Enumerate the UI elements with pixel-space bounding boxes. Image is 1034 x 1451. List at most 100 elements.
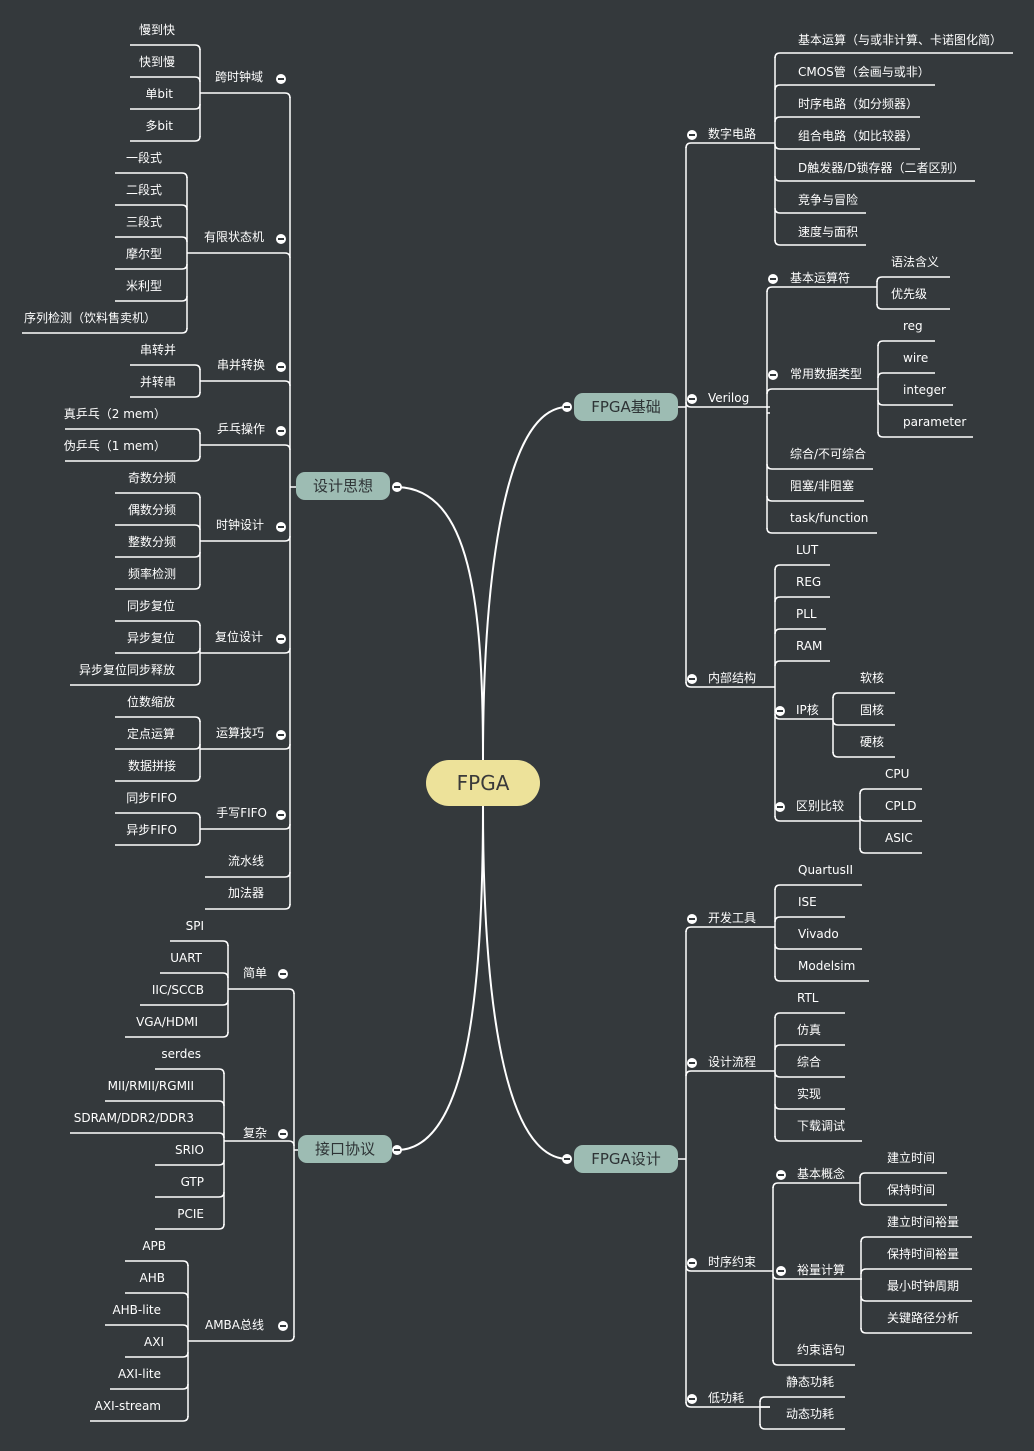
collapse-icon-data-types[interactable] — [768, 370, 778, 380]
node-axi-stream[interactable]: AXI-stream — [94, 1399, 161, 1413]
node-simulation[interactable]: 仿真 — [797, 1023, 822, 1037]
collapse-icon-simple[interactable] — [278, 969, 288, 979]
branch-interface-protocols[interactable]: 接口协议 — [298, 1135, 392, 1163]
collapse-icon-timing[interactable] — [687, 1258, 697, 1268]
node-hold-time[interactable]: 保持时间 — [887, 1183, 936, 1197]
node-async-fifo[interactable]: 异步FIFO — [126, 823, 177, 837]
node-single-bit[interactable]: 单bit — [145, 87, 173, 101]
node-margin-calc[interactable]: 裕量计算 — [797, 1263, 846, 1277]
node-critical-path[interactable]: 关键路径分析 — [887, 1311, 960, 1325]
node-ram[interactable]: RAM — [796, 639, 823, 653]
collapse-icon-low-power[interactable] — [687, 1394, 697, 1404]
node-two-stage[interactable]: 二段式 — [125, 183, 162, 197]
node-pipeline[interactable]: 流水线 — [227, 854, 264, 868]
node-spi[interactable]: SPI — [185, 919, 204, 933]
node-integer[interactable]: integer — [903, 383, 946, 397]
node-rtl[interactable]: RTL — [797, 991, 819, 1005]
node-gtp[interactable]: GTP — [180, 1175, 204, 1189]
node-sequential[interactable]: 时序电路（如分频器） — [798, 97, 919, 111]
node-parameter[interactable]: parameter — [903, 415, 967, 429]
branch-design-thinking[interactable]: 设计思想 — [296, 472, 390, 500]
node-fsm[interactable]: 有限状态机 — [203, 230, 264, 244]
collapse-icon-arith[interactable] — [276, 730, 286, 740]
node-fast-to-slow[interactable]: 快到慢 — [138, 55, 175, 69]
node-synth[interactable]: 综合/不可综合 — [790, 447, 867, 461]
node-async-reset[interactable]: 异步复位 — [126, 631, 175, 645]
node-lut[interactable]: LUT — [796, 543, 819, 557]
node-dev-tools[interactable]: 开发工具 — [708, 911, 757, 925]
collapse-icon-compare[interactable] — [775, 802, 785, 812]
node-serdes-conv[interactable]: 串并转换 — [216, 358, 265, 372]
collapse-icon-interface[interactable] — [392, 1145, 402, 1155]
node-quartus[interactable]: QuartusII — [798, 863, 853, 877]
node-one-stage[interactable]: 一段式 — [125, 151, 162, 165]
node-race-hazard[interactable]: 竞争与冒险 — [798, 193, 859, 207]
node-multi-bit[interactable]: 多bit — [145, 119, 173, 133]
node-vga[interactable]: VGA/HDMI — [136, 1015, 198, 1029]
node-axi[interactable]: AXI — [144, 1335, 164, 1349]
node-pll[interactable]: PLL — [796, 607, 817, 621]
node-static-power[interactable]: 静态功耗 — [786, 1375, 835, 1389]
node-three-stage[interactable]: 三段式 — [125, 215, 162, 229]
node-design-flow[interactable]: 设计流程 — [708, 1055, 757, 1069]
node-hard-core[interactable]: 硬核 — [860, 735, 885, 749]
node-mii[interactable]: MII/RMII/RGMII — [107, 1079, 194, 1093]
node-ip-core[interactable]: IP核 — [796, 703, 819, 717]
node-compare[interactable]: 区别比较 — [796, 799, 845, 813]
root-node[interactable]: FPGA — [426, 760, 540, 806]
node-reg2[interactable]: REG — [796, 575, 822, 589]
collapse-icon-fpga-basics[interactable] — [562, 402, 572, 412]
node-data-types[interactable]: 常用数据类型 — [790, 367, 863, 381]
collapse-icon-clock[interactable] — [276, 522, 286, 532]
node-seq-detect[interactable]: 序列检测（饮料售卖机） — [23, 311, 156, 325]
node-combinational[interactable]: 组合电路（如比较器） — [798, 129, 919, 143]
node-int-div[interactable]: 整数分频 — [127, 535, 176, 549]
node-data-concat[interactable]: 数据拼接 — [127, 759, 176, 773]
node-apb[interactable]: APB — [142, 1239, 166, 1253]
node-arith-tricks[interactable]: 运算技巧 — [215, 726, 264, 740]
collapse-icon-cdc[interactable] — [276, 74, 286, 84]
node-ise[interactable]: ISE — [798, 895, 817, 909]
node-ahb-lite[interactable]: AHB-lite — [112, 1303, 161, 1317]
node-basic-operators[interactable]: 基本运算符 — [790, 271, 851, 285]
node-setup-margin[interactable]: 建立时间裕量 — [887, 1215, 960, 1229]
node-setup-time[interactable]: 建立时间 — [887, 1151, 936, 1165]
node-reset-design[interactable]: 复位设计 — [214, 630, 263, 644]
node-axi-lite[interactable]: AXI-lite — [117, 1367, 161, 1381]
node-min-clock[interactable]: 最小时钟周期 — [887, 1279, 960, 1293]
node-synthesis[interactable]: 综合 — [797, 1055, 822, 1069]
collapse-icon-margin[interactable] — [776, 1266, 786, 1276]
node-reg[interactable]: reg — [903, 319, 923, 333]
collapse-icon-amba[interactable] — [278, 1321, 288, 1331]
node-uart[interactable]: UART — [170, 951, 202, 965]
node-complex[interactable]: 复杂 — [242, 1126, 267, 1140]
branch-fpga-basics[interactable]: FPGA基础 — [574, 393, 678, 421]
node-true-pp[interactable]: 真乒乓（2 mem） — [63, 407, 166, 421]
node-simple[interactable]: 简单 — [242, 966, 267, 980]
collapse-icon-pingpong[interactable] — [276, 426, 286, 436]
node-wire[interactable]: wire — [903, 351, 929, 365]
collapse-icon-digital[interactable] — [687, 130, 697, 140]
node-sync-fifo[interactable]: 同步FIFO — [126, 791, 177, 805]
node-soft-core[interactable]: 软核 — [860, 671, 885, 685]
node-cpu[interactable]: CPU — [885, 767, 910, 781]
collapse-icon-ip-core[interactable] — [775, 706, 785, 716]
collapse-icon-concepts[interactable] — [776, 1170, 786, 1180]
node-dff-latch[interactable]: D触发器/D锁存器（二者区别） — [798, 161, 965, 175]
node-internal-structure[interactable]: 内部结构 — [708, 671, 757, 685]
collapse-icon-fpga-design[interactable] — [562, 1154, 572, 1164]
node-mealy[interactable]: 米利型 — [125, 279, 162, 293]
collapse-icon-design-thinking[interactable] — [392, 482, 402, 492]
node-verilog[interactable]: Verilog — [708, 391, 750, 405]
node-modelsim[interactable]: Modelsim — [798, 959, 856, 973]
node-clock-design[interactable]: 时钟设计 — [215, 518, 264, 532]
node-moore[interactable]: 摩尔型 — [125, 247, 162, 261]
node-speed-area[interactable]: 速度与面积 — [798, 225, 859, 239]
node-handwrite-fifo[interactable]: 手写FIFO — [216, 806, 267, 820]
collapse-icon-verilog[interactable] — [687, 394, 697, 404]
node-bit-scaling[interactable]: 位数缩放 — [126, 695, 175, 709]
node-slow-to-fast[interactable]: 慢到快 — [138, 23, 175, 37]
node-cmos[interactable]: CMOS管（会画与或非） — [798, 65, 930, 79]
node-constraint-stmt[interactable]: 约束语句 — [797, 1343, 846, 1357]
collapse-icon-design-flow[interactable] — [687, 1058, 697, 1068]
